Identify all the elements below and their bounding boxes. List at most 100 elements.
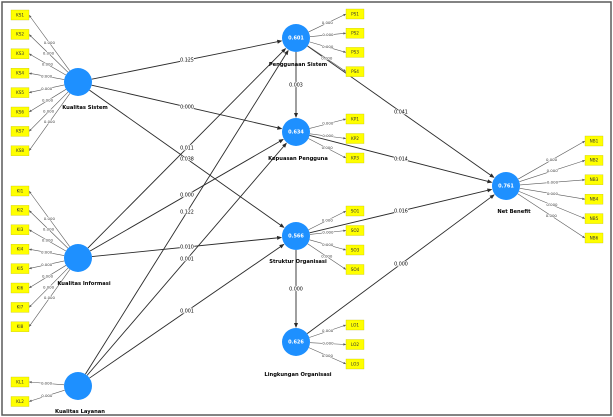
indicator-box xyxy=(345,28,365,39)
indicator-label: KI1 xyxy=(17,188,24,193)
indicator-arrowhead xyxy=(29,191,32,194)
indicator-box xyxy=(10,185,30,197)
indicator-box xyxy=(10,48,30,59)
indicator-label: PS2 xyxy=(351,31,359,36)
indicator-value: 0.000 xyxy=(321,254,333,259)
path-kl-kp xyxy=(86,143,287,376)
path-value-ps-nb: 0.041 xyxy=(394,110,408,116)
indicator-box xyxy=(10,376,30,388)
indicator-arrowhead xyxy=(343,69,346,72)
construct-label: Kualitas Layanan xyxy=(55,409,105,415)
indicator-label: KP2 xyxy=(351,136,359,141)
arrowhead xyxy=(294,113,298,118)
path-value-ks-ps: 0.125 xyxy=(180,58,194,64)
indicator-value: 0.000 xyxy=(322,121,334,126)
arrowhead xyxy=(487,179,493,184)
construct-r2: 0.634 xyxy=(288,130,304,136)
indicator-box xyxy=(345,264,365,275)
indicator-value: 0.000 xyxy=(322,242,334,247)
indicator-box xyxy=(584,213,604,224)
indicator-link xyxy=(309,239,347,251)
construct-label: Kualitas Sistem xyxy=(62,105,108,111)
indicator-link xyxy=(519,188,586,200)
arrowhead xyxy=(294,323,298,328)
indicator-box xyxy=(345,205,365,217)
path-value-kl-ps: 0.122 xyxy=(180,210,194,216)
indicator-arrowhead xyxy=(29,229,32,233)
path-value-ki-so: 0.010 xyxy=(180,245,194,251)
indicator-arrowhead xyxy=(29,266,32,270)
indicator-link xyxy=(28,91,69,132)
indicator-label: LO2 xyxy=(351,342,359,347)
indicator-arrowhead xyxy=(29,34,32,38)
indicator-box xyxy=(10,106,30,118)
indicator-arrowhead xyxy=(582,141,585,144)
indicator-arrowhead xyxy=(29,90,32,94)
indicator-arrowhead xyxy=(29,109,32,112)
path-values: 0.1250.0000.0380.0110.0000.0100.1220.001… xyxy=(179,57,408,316)
indicator-link xyxy=(519,160,586,182)
indicator-label: KI8 xyxy=(17,324,24,329)
path-ki-kp xyxy=(89,139,284,252)
indicator-arrowhead xyxy=(29,323,32,327)
indicator-arrowhead xyxy=(343,229,346,232)
indicator-label: LO3 xyxy=(351,361,359,366)
indicators-ki: KI10.000KI20.000KI30.000KI40.000KI50.000… xyxy=(10,185,71,332)
indicator-label: SO3 xyxy=(351,247,360,252)
arrowhead xyxy=(276,235,283,240)
indicator-box xyxy=(345,225,365,236)
indicator-box xyxy=(10,205,30,216)
indicator-arrowhead xyxy=(343,136,346,140)
arrowhead xyxy=(489,194,495,199)
indicator-link xyxy=(28,267,69,308)
indicator-arrowhead xyxy=(29,72,32,75)
indicator-box xyxy=(345,66,365,77)
construct-ki: Kualitas Informasi xyxy=(57,244,111,287)
indicator-box xyxy=(584,194,604,205)
indicator-box xyxy=(345,319,365,331)
indicator-value: 0.000 xyxy=(41,393,53,398)
construct-circle xyxy=(64,244,92,272)
indicator-link xyxy=(28,14,70,71)
indicator-arrowhead xyxy=(29,210,32,214)
indicator-value: 0.000 xyxy=(322,328,334,333)
indicator-label: PS1 xyxy=(351,11,359,16)
indicator-link xyxy=(28,190,70,247)
indicator-arrowhead xyxy=(29,399,32,402)
indicator-arrowhead xyxy=(29,147,32,151)
indicator-link xyxy=(518,191,586,219)
indicator-arrowhead xyxy=(343,118,346,121)
indicator-label: KI5 xyxy=(17,266,24,271)
indicator-label: KS4 xyxy=(16,71,24,76)
indicator-label: KS6 xyxy=(16,109,24,114)
indicator-label: NB1 xyxy=(590,138,599,143)
construct-circle xyxy=(492,172,520,200)
indicator-link xyxy=(28,229,67,252)
indicator-value: 0.000 xyxy=(546,157,558,162)
indicator-label: KP1 xyxy=(351,116,359,121)
indicator-box xyxy=(10,126,30,137)
construct-label: Kepuasan Pengguna xyxy=(268,156,328,162)
indicator-box xyxy=(10,263,30,274)
indicator-arrowhead xyxy=(343,248,346,251)
indicator-link xyxy=(28,265,67,289)
indicator-link xyxy=(308,138,347,159)
indicator-value: 0.000 xyxy=(44,119,56,124)
indicator-label: KS3 xyxy=(16,51,24,56)
indicator-box xyxy=(584,135,604,147)
indicator-box xyxy=(10,87,30,98)
arrowhead xyxy=(282,142,287,148)
indicator-value: 0.000 xyxy=(44,40,56,45)
indicator-link xyxy=(28,84,65,93)
indicator-label: KL2 xyxy=(16,399,24,404)
indicator-arrowhead xyxy=(29,381,32,384)
path-value-ks-kp: 0.000 xyxy=(180,105,194,111)
construct-label: Net Benefit xyxy=(497,209,531,215)
indicator-link xyxy=(28,269,71,327)
indicator-label: KL1 xyxy=(16,379,24,384)
indicator-link xyxy=(518,140,586,180)
